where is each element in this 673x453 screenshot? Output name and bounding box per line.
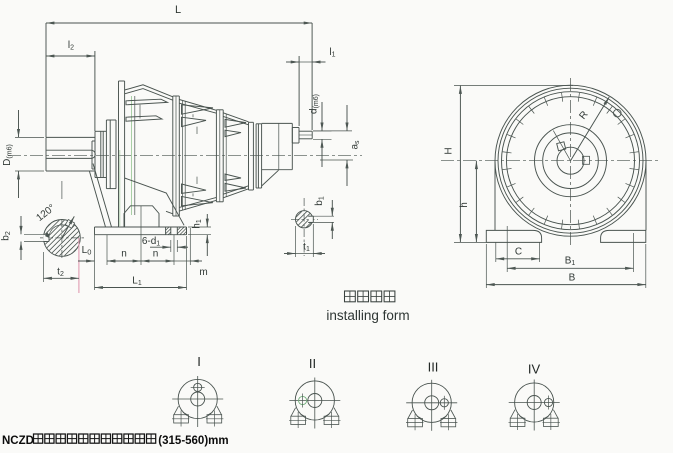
svg-text:C: C (515, 247, 522, 258)
svg-text:6-d1: 6-d1 (142, 236, 160, 248)
svg-text:b2: b2 (1, 231, 13, 241)
svg-text:h1: h1 (192, 219, 204, 229)
svg-text:H: H (444, 147, 455, 154)
svg-text:n: n (121, 249, 127, 260)
svg-text:III: III (428, 360, 439, 375)
svg-text:L: L (175, 4, 181, 16)
svg-text:t1: t1 (303, 242, 310, 254)
svg-text:installing form: installing form (326, 308, 409, 323)
svg-text:h: h (459, 202, 470, 208)
svg-text:l2: l2 (68, 40, 74, 52)
svg-text:L0: L0 (82, 245, 92, 257)
svg-text:B1: B1 (565, 256, 576, 268)
svg-text:l1: l1 (329, 47, 335, 59)
svg-text:B: B (569, 273, 576, 284)
svg-text:n: n (153, 249, 159, 260)
svg-text:b1: b1 (314, 196, 326, 206)
svg-text:m: m (199, 267, 207, 278)
svg-text:NCZD: NCZD (2, 435, 34, 447)
svg-text:IV: IV (528, 362, 541, 377)
svg-text:t2: t2 (57, 267, 64, 279)
svg-text:D(m6): D(m6) (2, 144, 14, 166)
svg-text:d(m6): d(m6) (309, 94, 321, 114)
svg-text:(315-560)mm: (315-560)mm (158, 435, 228, 447)
svg-text:L1: L1 (132, 276, 142, 288)
svg-text:I: I (197, 354, 201, 369)
svg-text:as: as (350, 140, 362, 150)
svg-text:II: II (309, 356, 316, 371)
